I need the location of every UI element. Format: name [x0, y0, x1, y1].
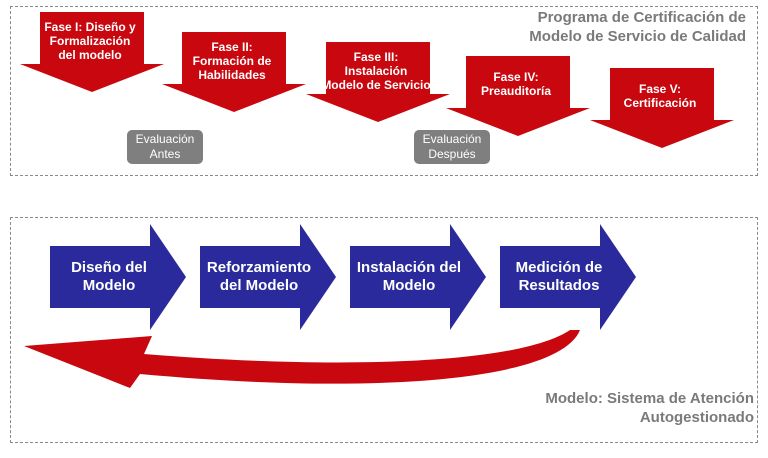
phase-5-line2: Certificación	[623, 96, 697, 110]
phase-5-label: Fase V: Certificación	[598, 82, 722, 110]
phase-2-line3: Habilidades	[198, 68, 266, 82]
phase-1-label: Fase I: Diseño y Formalización del model…	[28, 20, 152, 62]
evaluation-before-line2: Antes	[149, 147, 181, 161]
evaluation-after-badge: Evaluación Después	[414, 130, 490, 164]
model-step-2-line1: Reforzamiento	[206, 259, 312, 276]
phase-5-line1: Fase V:	[638, 82, 682, 96]
phase-3-line3: Modelo de Servicio	[321, 78, 431, 92]
model-step-1-arrow: Diseño del Modelo	[50, 224, 188, 330]
certification-program-title: Programa de Certificación de Modelo de S…	[416, 8, 746, 46]
phase-5-arrow: Fase V: Certificación	[590, 68, 740, 154]
phase-2-line1: Fase II:	[211, 40, 253, 54]
evaluation-after-line1: Evaluación	[422, 132, 482, 146]
phase-4-arrow: Fase IV: Preauditoría	[446, 56, 596, 142]
model-step-1-line2: Modelo	[82, 277, 136, 294]
service-model-title: Modelo: Sistema de Atención Autogestiona…	[454, 389, 754, 427]
model-step-4-arrow: Medición de Resultados	[500, 224, 638, 330]
phase-1-line2: Formalización	[49, 34, 131, 48]
return-curved-arrow	[24, 330, 588, 388]
model-step-1-line1: Diseño del	[71, 259, 147, 276]
certification-title-line1: Programa de Certificación de	[537, 9, 746, 26]
model-step-3-line2: Modelo	[382, 277, 436, 294]
phase-2-label: Fase II: Formación de Habilidades	[170, 40, 294, 82]
evaluation-before-badge: Evaluación Antes	[127, 130, 203, 164]
phase-2-arrow: Fase II: Formación de Habilidades	[162, 32, 312, 118]
model-step-3-arrow: Instalación del Modelo	[350, 224, 488, 330]
model-step-4-line1: Medición de	[515, 259, 603, 276]
phase-4-line2: Preauditoría	[480, 84, 552, 98]
service-model-panel	[10, 217, 758, 443]
evaluation-after-line2: Después	[428, 147, 476, 161]
phase-1-line3: del modelo	[58, 48, 122, 62]
certification-title-line2: Modelo de Servicio de Calidad	[529, 28, 746, 45]
phase-1-arrow: Fase I: Diseño y Formalización del model…	[20, 12, 170, 98]
phase-3-arrow: Fase III: Instalación Modelo de Servicio	[306, 42, 456, 128]
model-step-1-label: Diseño del Modelo	[50, 259, 168, 295]
phase-4-line1: Fase IV:	[493, 70, 539, 84]
service-model-title-line2: Autogestionado	[639, 409, 754, 426]
model-step-4-line2: Resultados	[518, 277, 600, 294]
phase-1-line1: Fase I: Diseño y	[44, 20, 136, 34]
model-step-2-line2: del Modelo	[219, 277, 299, 294]
model-step-3-label: Instalación del Modelo	[350, 259, 468, 295]
phase-3-line2: Instalación	[344, 64, 408, 78]
phase-4-label: Fase IV: Preauditoría	[454, 70, 578, 98]
model-step-2-arrow: Reforzamiento del Modelo	[200, 224, 338, 330]
service-model-title-line1: Modelo: Sistema de Atención	[545, 390, 754, 407]
phase-2-line2: Formación de	[192, 54, 272, 68]
model-step-4-label: Medición de Resultados	[500, 259, 618, 295]
model-step-2-label: Reforzamiento del Modelo	[200, 259, 318, 295]
model-step-3-line1: Instalación del	[356, 259, 462, 276]
phase-3-label: Fase III: Instalación Modelo de Servicio	[314, 50, 438, 92]
evaluation-before-line1: Evaluación	[135, 132, 195, 146]
certification-program-panel	[10, 6, 758, 176]
phase-3-line1: Fase III:	[353, 50, 399, 64]
